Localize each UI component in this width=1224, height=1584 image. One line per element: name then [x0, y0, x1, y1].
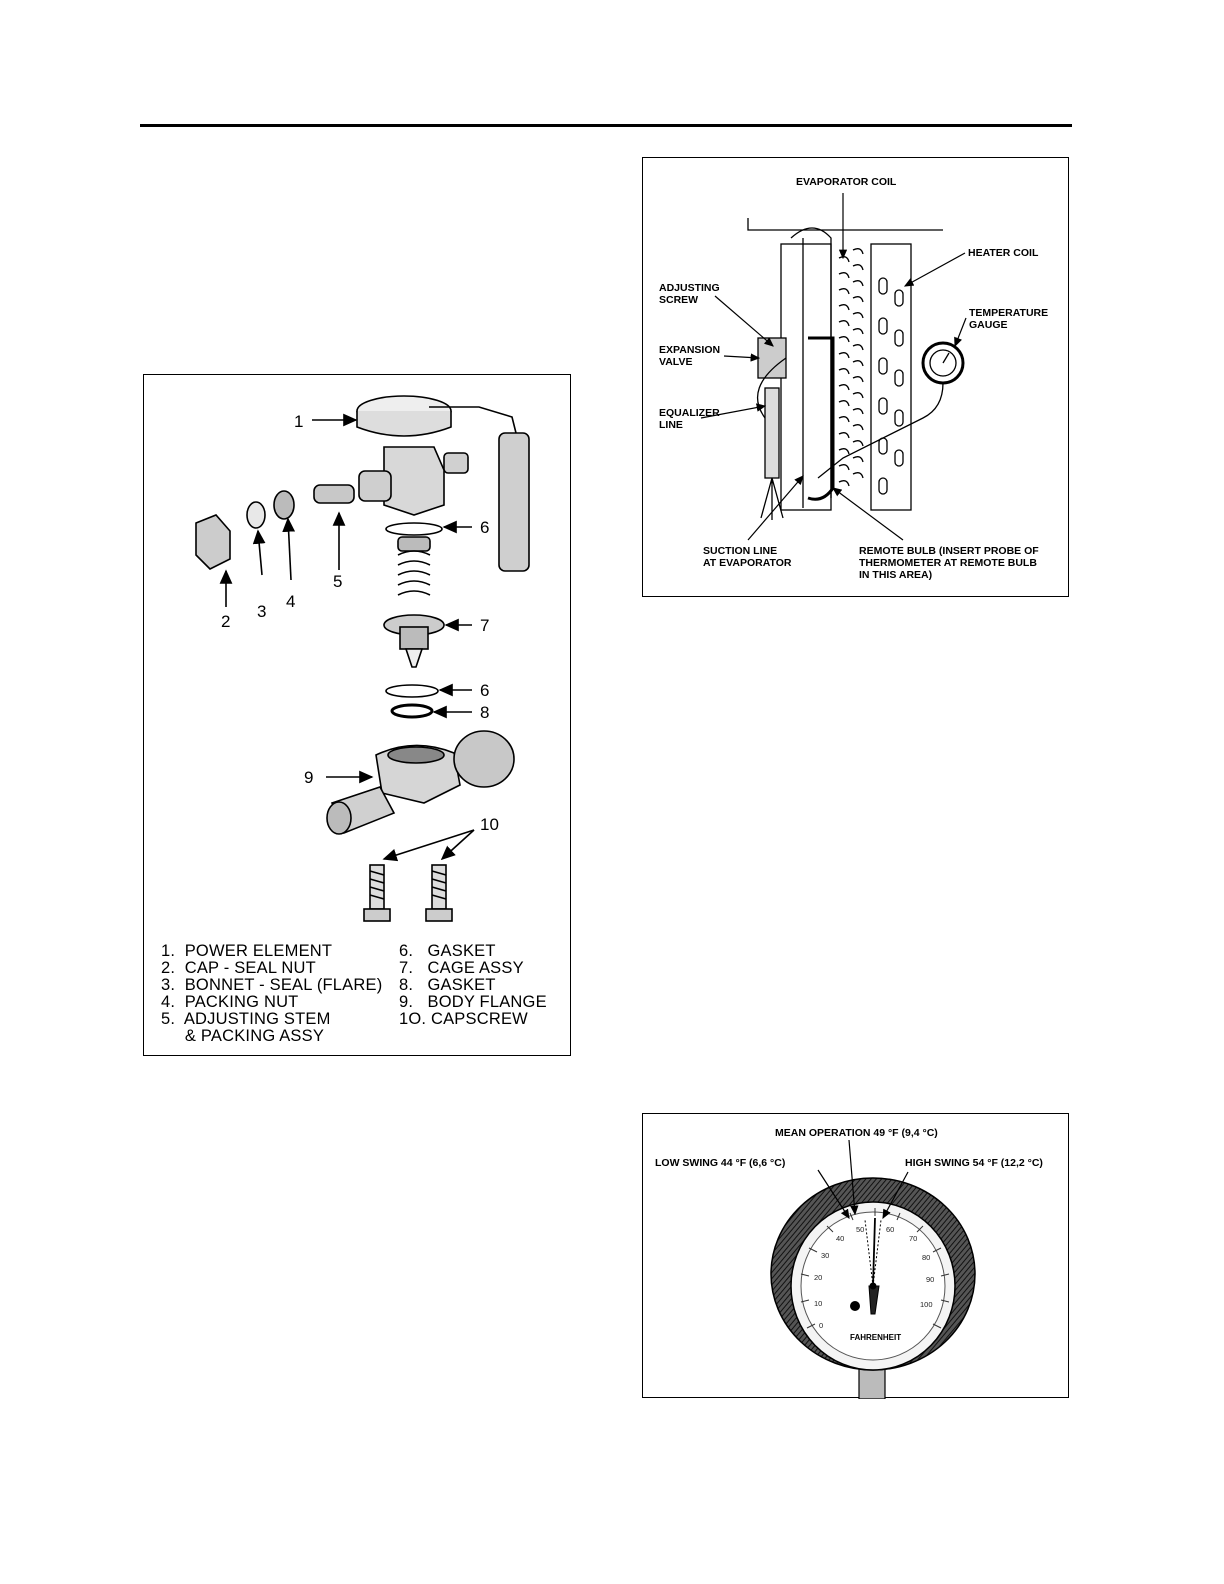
callout-10: 10: [480, 815, 499, 834]
callout-leader-3: [252, 529, 266, 576]
equalizer-line-leader: [700, 403, 767, 419]
legend-item: 2. CAP - SEAL NUT: [161, 959, 316, 977]
tick-80: 80: [922, 1253, 930, 1262]
dial-scale-label: FAHRENHEIT: [850, 1333, 901, 1342]
legend-column-left: 1. POWER ELEMENT 2. CAP - SEAL NUT 3. BO…: [161, 943, 382, 1045]
expansion-valve-leader: [723, 353, 761, 362]
equalizer-line-label-line1: EQUALIZER: [659, 407, 720, 419]
tick-0: 0: [819, 1321, 823, 1330]
packing-nut-shape: [273, 490, 295, 520]
cap-seal-nut-shape: [195, 514, 231, 570]
callout-2: 2: [221, 612, 230, 631]
gasket-bottom-shape: [390, 703, 434, 719]
tick-100: 100: [920, 1300, 933, 1309]
temperature-gauge-drawing: 0 10 20 30 40 50 60 70 80 90 100 FAHRENH…: [655, 1127, 1043, 1399]
tick-20: 20: [814, 1273, 822, 1282]
legend-column-right: 6. GASKET 7. CAGE ASSY 8. GASKET 9. BODY…: [399, 943, 547, 1028]
callout-7: 7: [480, 616, 489, 635]
evaporator-coil-figure: EVAPORATOR COIL HEATER COIL ADJUSTING SC…: [642, 157, 1069, 597]
callout-9: 9: [304, 768, 313, 787]
expansion-valve-label-line1: EXPANSION: [659, 344, 720, 356]
temperature-gauge-label-line1: TEMPERATURE: [969, 307, 1048, 319]
coil-frame-left: [780, 243, 832, 511]
callout-1: 1: [294, 412, 303, 431]
low-swing-label: LOW SWING 44 °F (6,6 °C): [655, 1157, 785, 1169]
suction-line-leader: [747, 475, 804, 541]
legend-item: & PACKING ASSY: [161, 1027, 325, 1045]
callout-leader-10a: [382, 829, 475, 862]
legend-item: 7. CAGE ASSY: [399, 959, 524, 977]
high-swing-label: HIGH SWING 54 °F (12,2 °C): [905, 1157, 1043, 1169]
evaporator-coil-label: EVAPORATOR COIL: [796, 176, 897, 188]
adjusting-screw-leader: [714, 295, 774, 347]
equalizer-line-label-line2: LINE: [659, 419, 683, 431]
tick-70: 70: [909, 1234, 917, 1243]
legend-item: 6. GASKET: [399, 942, 496, 960]
callout-6-bottom: 6: [480, 681, 489, 700]
equalizer-line-shape: [764, 387, 780, 479]
suction-line-label-line2: AT EVAPORATOR: [703, 557, 792, 569]
adjusting-screw-label-line2: SCREW: [659, 294, 698, 306]
temperature-gauge-label-line2: GAUGE: [969, 319, 1008, 331]
tick-60: 60: [886, 1225, 894, 1234]
evaporator-coil-drawing: EVAPORATOR COIL HEATER COIL ADJUSTING SC…: [659, 176, 1048, 581]
gauge-probe-line: [817, 382, 944, 479]
expansion-valve-label-line2: VALVE: [659, 356, 692, 368]
adjusting-screw-label-line1: ADJUSTING: [659, 282, 720, 294]
expansion-valve-exploded-figure: 1 2 3 4 5 6 7 6 8 9 10 1. POWER ELEMENT …: [143, 374, 571, 1056]
remote-bulb-label-line2: THERMOMETER AT REMOTE BULB: [859, 557, 1037, 569]
callout-4: 4: [286, 592, 295, 611]
tick-90: 90: [926, 1275, 934, 1284]
dial-dot-shape: [850, 1301, 860, 1311]
expansion-valve-shape: [757, 337, 787, 379]
legend-item: 1. POWER ELEMENT: [161, 942, 333, 960]
tick-40: 40: [836, 1234, 844, 1243]
valve-exploded-drawing: 1 2 3 4 5 6 7 6 8 9 10: [195, 395, 530, 922]
tick-10: 10: [814, 1299, 822, 1308]
adjusting-stem-shape: [313, 484, 355, 504]
gauge-scale-ticks: [800, 1208, 950, 1329]
gasket-middle-shape: [385, 684, 439, 698]
callout-leader-10b: [440, 829, 475, 861]
callout-3: 3: [257, 602, 266, 621]
high-swing-leader: [882, 1171, 909, 1220]
legend-item: 4. PACKING NUT: [161, 993, 299, 1011]
gasket-top-shape: [385, 522, 443, 536]
legend-item: 1O. CAPSCREW: [399, 1010, 528, 1028]
tick-30: 30: [821, 1251, 829, 1260]
legend-item: 3. BONNET - SEAL (FLARE): [161, 976, 383, 994]
heater-coil-frame: [870, 243, 912, 511]
heater-coil-label: HEATER COIL: [968, 247, 1039, 259]
temperature-gauge-leader: [954, 317, 967, 348]
callout-5: 5: [333, 572, 342, 591]
heater-coil-slots: [878, 277, 904, 495]
temperature-gauge-figure: 0 10 20 30 40 50 60 70 80 90 100 FAHRENH…: [642, 1113, 1069, 1399]
mean-operation-leader: [848, 1139, 859, 1216]
callout-6-top: 6: [480, 518, 489, 537]
low-swing-leader: [817, 1169, 850, 1220]
valve-body-shape: [383, 446, 445, 516]
legend-item: 8. GASKET: [399, 976, 496, 994]
legend-item: 9. BODY FLANGE: [399, 993, 547, 1011]
remote-bulb-label-line3: IN THIS AREA): [859, 569, 932, 581]
header-rule: [140, 124, 1072, 127]
tick-50: 50: [856, 1225, 864, 1234]
mean-operation-label: MEAN OPERATION 49 °F (9,4 °C): [775, 1127, 938, 1139]
heater-coil-leader: [903, 252, 966, 287]
suction-line-label-line1: SUCTION LINE: [703, 545, 777, 557]
remote-bulb-leader: [832, 487, 904, 541]
callout-leader-4: [282, 517, 296, 581]
remote-bulb-shape: [498, 432, 530, 572]
bonnet-seal-shape: [246, 501, 266, 529]
gauge-needle: [864, 1217, 882, 1315]
remote-bulb-label-line1: REMOTE BULB (INSERT PROBE OF: [859, 545, 1039, 557]
callout-8: 8: [480, 703, 489, 722]
legend-item: 5. ADJUSTING STEM: [161, 1010, 331, 1028]
